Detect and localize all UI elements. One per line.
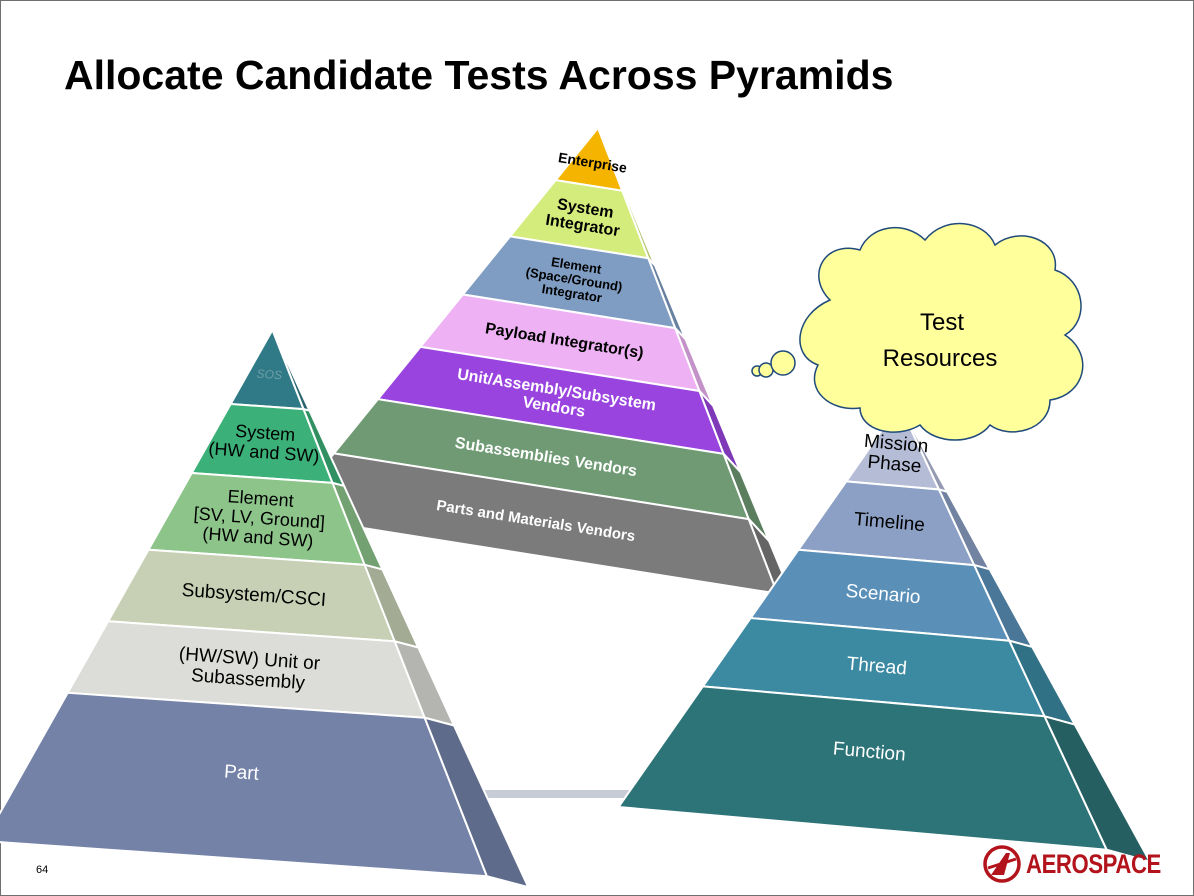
right-pyramid-level-label: Thread — [846, 653, 908, 679]
right-pyramid-level-2: Timeline — [796, 480, 992, 571]
right-pyramid-level-5: Function — [616, 685, 1152, 864]
right-pyramid-level-label: Phase — [867, 452, 923, 478]
top-pyramid-level-6: Subassemblies Vendors — [332, 398, 771, 542]
left-pyramid-level-1: SOS — [229, 327, 312, 413]
right-pyramid-level-side-face — [1042, 714, 1152, 864]
left-pyramid-level-label: Part — [223, 761, 260, 784]
left-pyramid-level-label: System — [235, 421, 296, 445]
aerospace-logo-icon — [983, 845, 1021, 883]
left-pyramid-level-2: System(HW and SW) — [190, 402, 346, 488]
thought-bubble-dot — [770, 350, 796, 376]
left-pyramid-level-side-face — [423, 716, 531, 889]
left-pyramid-level-4: Subsystem/CSCI — [106, 548, 421, 650]
right-pyramid-level-4: Thread — [701, 617, 1077, 727]
slide-title: Allocate Candidate Tests Across Pyramids — [64, 52, 894, 98]
right-pyramid: MissionPhaseTimelineScenarioThreadFuncti… — [616, 402, 1152, 864]
cloud-text-line2: Resources — [883, 345, 998, 372]
left-pyramid-level-label: Element — [227, 486, 294, 511]
top-pyramid-level-4: Payload Integrator(s) — [418, 293, 715, 407]
right-pyramid-level-3: Scenario — [748, 548, 1035, 649]
aerospace-logo-text: AEROSPACE — [1026, 849, 1161, 879]
test-resources-cloud: Test Resources — [751, 223, 1084, 441]
left-pyramid-level-label: SOS — [256, 367, 282, 383]
cloud-shape — [799, 223, 1084, 441]
cloud-text-line1: Test — [920, 309, 964, 336]
left-pyramid-level-6: Part — [0, 691, 531, 889]
aerospace-logo: AEROSPACE — [982, 842, 1172, 886]
page-number: 64 — [36, 864, 49, 876]
